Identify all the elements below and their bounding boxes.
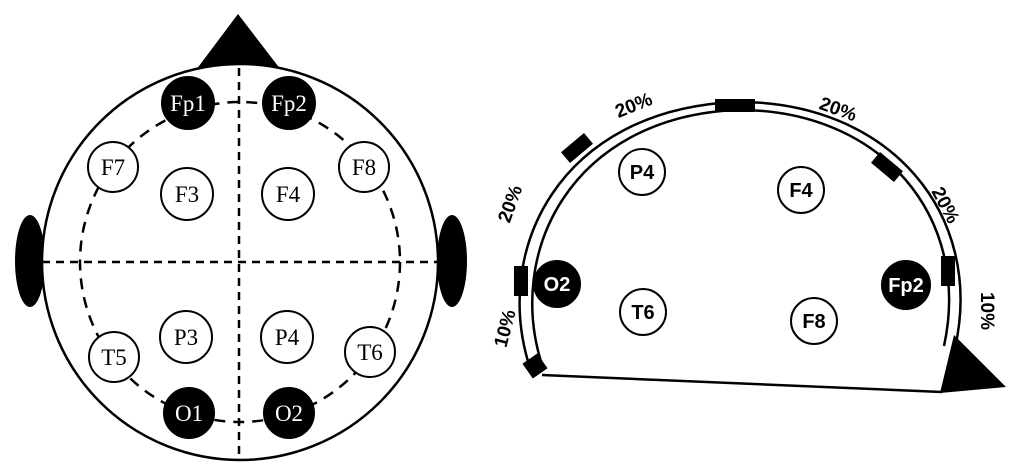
side-electrode-p4: P4 [618, 148, 666, 196]
electrode-f3-marker [160, 167, 214, 221]
pct-label-lower-left: 10% [491, 307, 521, 349]
side-electrode-t6-marker [619, 288, 667, 336]
electrode-fp2: Fp2 [262, 76, 316, 130]
electrode-t5-label: T5 [101, 345, 127, 370]
side-electrode-f8-marker [790, 297, 838, 345]
electrode-p4-label: P4 [275, 325, 300, 350]
side-electrode-f4-label: F4 [789, 180, 813, 202]
electrode-o2: O2 [263, 387, 315, 439]
side-nose-marker [940, 335, 1006, 393]
side-electrode-o2-marker [533, 260, 581, 308]
electrode-o2-label: O2 [275, 401, 303, 426]
side-electrode-fp2-label: Fp2 [888, 275, 924, 297]
arc-marker-top [715, 99, 755, 112]
electrode-f4: F4 [261, 167, 315, 221]
electrode-f4-label: F4 [276, 182, 301, 207]
electrode-t6: T6 [344, 326, 396, 378]
electrode-f3-label: F3 [175, 182, 199, 207]
side-electrode-o2: O2 [533, 260, 581, 308]
arc-marker-upper-right [871, 151, 903, 183]
top-view: Fp1 Fp2 F7 F3 F4 F8 P3 P4 [15, 14, 467, 462]
side-electrode-t6: T6 [619, 288, 667, 336]
arc-marker-right-mid [941, 256, 955, 286]
side-electrode-f4-marker [777, 166, 825, 214]
electrode-f7: F7 [87, 141, 139, 193]
side-electrode-o2-label: O2 [544, 274, 571, 296]
arc-marker-left-mid [514, 266, 528, 296]
electrode-fp2-marker [262, 76, 316, 130]
side-baseline [541, 373, 943, 394]
electrode-p4: P4 [260, 310, 314, 364]
electrode-f7-marker [87, 141, 139, 193]
left-ear [15, 215, 45, 307]
pct-label-lower-right: 10% [976, 292, 997, 330]
electrode-f3: F3 [160, 167, 214, 221]
side-electrode-p4-label: P4 [630, 162, 655, 184]
side-electrode-f8: F8 [790, 297, 838, 345]
side-electrode-fp2: Fp2 [881, 260, 931, 310]
electrode-fp1-marker [161, 76, 215, 130]
electrode-p4-marker [260, 310, 314, 364]
electrode-fp1-label: Fp1 [170, 91, 206, 116]
electrode-p3-marker [159, 310, 213, 364]
side-view: 20% 20% 20% 20% 10% 10% P4 F4 O2 Fp2 T6 … [491, 89, 1006, 394]
nose-marker [196, 14, 281, 70]
right-ear [437, 215, 467, 307]
electrode-p3-label: P3 [174, 325, 198, 350]
electrode-o1: O1 [163, 387, 215, 439]
electrode-t5: T5 [88, 331, 140, 383]
electrode-fp2-label: Fp2 [271, 91, 307, 116]
electrode-f8-label: F8 [352, 155, 376, 180]
electrode-o1-label: O1 [175, 401, 203, 426]
electrode-t6-marker [344, 326, 396, 378]
side-electrode-t6-label: T6 [631, 302, 654, 324]
side-electrode-fp2-marker [881, 260, 931, 310]
electrode-f4-marker [261, 167, 315, 221]
electrode-t6-label: T6 [357, 340, 383, 365]
electrode-f7-label: F7 [101, 155, 125, 180]
arc-marker-upper-left [561, 132, 593, 164]
electrode-o2-marker [263, 387, 315, 439]
side-electrode-f4: F4 [777, 166, 825, 214]
electrode-fp1: Fp1 [161, 76, 215, 130]
pct-label-left: 20% [494, 183, 527, 226]
electrode-t5-marker [88, 331, 140, 383]
side-electrode-p4-marker [618, 148, 666, 196]
side-electrode-f8-label: F8 [802, 311, 825, 333]
electrode-p3: P3 [159, 310, 213, 364]
electrode-o1-marker [163, 387, 215, 439]
electrode-f8: F8 [338, 141, 390, 193]
arc-marker-bottom-left [522, 353, 548, 379]
electrode-f8-marker [338, 141, 390, 193]
